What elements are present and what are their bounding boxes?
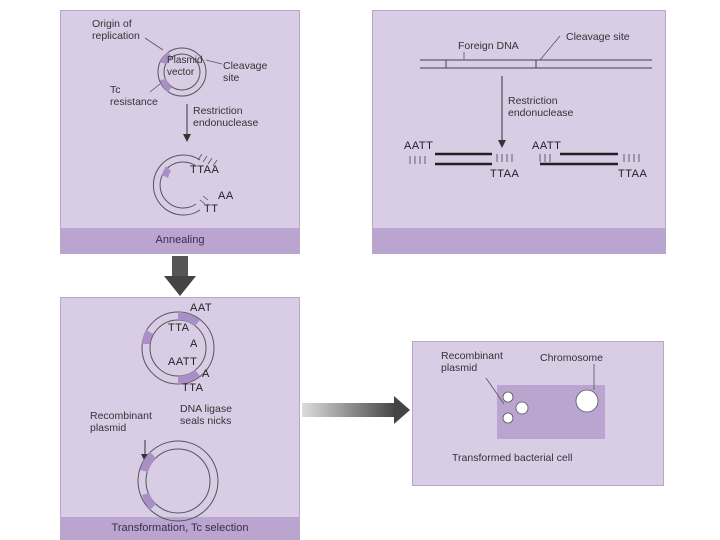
opened-plasmid-outer	[152, 154, 201, 216]
panel-footer-bar: Transformation, Tc selection	[61, 517, 299, 539]
sticky-ttaa-right: TTAA	[618, 168, 648, 180]
sticky-end-bottom: AA	[218, 190, 234, 202]
recombinant-insert-band-2	[142, 493, 156, 510]
origin-of-replication-label: Origin of replication	[92, 18, 140, 42]
recombinant-insert-band	[140, 452, 156, 472]
restriction-endonuclease-label: Restriction endonuclease	[508, 95, 574, 119]
fragment-mid-ticks	[496, 154, 513, 162]
annealing-arrow-head	[164, 276, 196, 296]
recombinant-plasmid-label: Recombinant plasmid	[441, 350, 503, 374]
ligase-label: DNA ligase seals nicks	[180, 403, 232, 427]
resistance-pointer	[149, 83, 161, 93]
fragment-right-ticks	[623, 154, 640, 162]
recombinant-plasmid-outer	[137, 440, 219, 522]
enzyme-arrow-head	[498, 140, 506, 148]
annealing-arrow-shaft	[172, 256, 188, 278]
transformation-label: Transformation, Tc selection	[111, 522, 249, 534]
sticky-aatt-left: AATT	[404, 140, 434, 152]
insert-band-bottom	[178, 370, 200, 384]
opened-plasmid-inner	[159, 161, 197, 209]
sticky-aatt-right: AATT	[532, 140, 562, 152]
chromosome-label: Chromosome	[540, 352, 604, 364]
plasmid-vector-label: Plasmid vector	[167, 55, 203, 78]
sticky-end-top: TTAA	[190, 164, 220, 176]
tc-resistance-label: Tc resistance	[110, 84, 158, 108]
panel-vector-cleavage: Annealing	[60, 10, 300, 254]
fragment-left-ticks	[409, 156, 426, 164]
sticky-end-bottom-2: TT	[204, 203, 219, 215]
seq-aatt: AATT	[168, 356, 198, 368]
seq-a: A	[190, 338, 198, 350]
origin-pointer	[144, 37, 164, 51]
plasmid-dot-1	[502, 391, 514, 403]
cleavage-site-pointer	[539, 35, 561, 61]
insert-band-left	[142, 330, 153, 344]
cleavage-pointer	[205, 59, 223, 65]
recombinant-plasmid-label: Recombinant plasmid	[90, 410, 152, 434]
plasmid-vector-ring	[157, 47, 207, 97]
tc-resistance-segment	[160, 79, 172, 92]
panel-footer-bar: Annealing	[61, 228, 299, 253]
seq-tta-2: TTA	[182, 382, 204, 394]
enzyme-arrow-head	[183, 134, 191, 142]
chromosome-circle	[575, 389, 599, 413]
opened-plasmid-band	[162, 166, 171, 178]
recombinant-pointer	[485, 377, 505, 405]
seq-a-2: A	[202, 368, 210, 380]
sticky-end-ticks-top	[197, 153, 218, 167]
transformation-arrow-shaft	[302, 403, 396, 417]
fragment-right-mid-ticks	[539, 154, 551, 162]
plasmid-vector-ring-inner	[163, 53, 201, 91]
annealing-label: Annealing	[155, 234, 205, 246]
plasmid-dot-3	[502, 412, 514, 424]
seq-tta: TTA	[168, 322, 190, 334]
cleavage-site-label: Cleavage site	[223, 60, 268, 84]
cleavage-site-label: Cleavage site	[566, 31, 630, 43]
sticky-end-ticks-bottom	[199, 195, 209, 205]
recombinant-plasmid-inner	[145, 448, 211, 514]
panel-foreign-dna	[372, 10, 666, 254]
transformation-arrow-head	[394, 396, 410, 424]
insert-band-top	[178, 312, 200, 326]
plasmid-dot-2	[515, 401, 529, 415]
restriction-endonuclease-label: Restriction endonuclease	[193, 105, 259, 129]
origin-segment	[160, 52, 172, 64]
sticky-ttaa-mid: TTAA	[490, 168, 520, 180]
seq-aat: AAT	[190, 302, 213, 314]
transformed-cell-caption: Transformed bacterial cell	[452, 452, 573, 464]
panel-footer-bar	[373, 228, 665, 253]
foreign-dna-label: Foreign DNA	[458, 40, 519, 52]
